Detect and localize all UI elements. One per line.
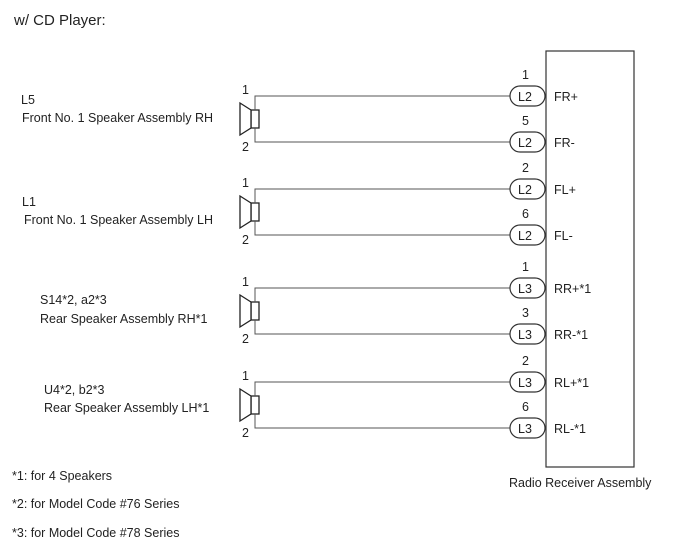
signal-name: RR-*1 [554,328,588,342]
note-2: *2: for Model Code #76 Series [12,497,179,511]
connector-symbol [509,131,546,153]
speaker-cone-icon [239,387,252,423]
speaker-icon [250,301,260,321]
wire [254,414,510,429]
speaker-code: L5 [21,93,35,107]
signal-name: RR+*1 [554,282,591,296]
signal-name: FR+ [554,90,578,104]
note-3: *3: for Model Code #78 Series [12,526,179,540]
connector-pin-number: 1 [522,260,529,274]
speaker-name: Front No. 1 Speaker Assembly RH [22,111,213,125]
speaker-name: Rear Speaker Assembly LH*1 [44,401,209,415]
diagram-title: w/ CD Player: [13,12,106,29]
connector-symbol [509,323,546,345]
speaker-name: Front No. 1 Speaker Assembly LH [24,213,213,227]
signal-name: FL+ [554,183,576,197]
wire [254,128,510,143]
speaker-cone-icon [239,101,252,137]
connector-pin-number: 2 [522,354,529,368]
signal-name: FL- [554,229,573,243]
speaker-pin-number: 2 [242,332,249,346]
speaker-pin-number: 1 [242,275,249,289]
connector-symbol [509,277,546,299]
connector-symbol [509,224,546,246]
connector-symbol [509,85,546,107]
signal-name: RL-*1 [554,422,586,436]
speaker-cone-icon [239,194,252,230]
speaker-pin-number: 2 [242,140,249,154]
wire [254,381,510,396]
wire [254,287,510,302]
speaker-code: S14*2, a2*3 [40,293,107,307]
connector-code: L2 [518,90,532,104]
connector-symbol [509,417,546,439]
speaker-name: Rear Speaker Assembly RH*1 [40,312,207,326]
connector-code: L2 [518,136,532,150]
connector-code: L3 [518,282,532,296]
connector-pin-number: 5 [522,114,529,128]
speaker-icon [250,202,260,222]
radio-receiver-label: Radio Receiver Assembly [509,476,652,490]
wire [254,188,510,203]
speaker-cone-icon [239,293,252,329]
connector-symbol [509,371,546,393]
note-1: *1: for 4 Speakers [12,469,112,483]
connector-pin-number: 1 [522,68,529,82]
speaker-icon [250,395,260,415]
connector-pin-number: 6 [522,400,529,414]
connector-code: L3 [518,328,532,342]
speaker-code: L1 [22,195,36,209]
speaker-pin-number: 2 [242,426,249,440]
connector-code: L2 [518,229,532,243]
speaker-code: U4*2, b2*3 [44,383,105,397]
speaker-pin-number: 1 [242,176,249,190]
speaker-pin-number: 2 [242,233,249,247]
wire [254,320,510,335]
signal-name: RL+*1 [554,376,589,390]
speaker-icon [250,109,260,129]
radio-receiver-box [545,50,635,468]
connector-pin-number: 3 [522,306,529,320]
speaker-pin-number: 1 [242,83,249,97]
connector-code: L3 [518,376,532,390]
connector-pin-number: 2 [522,161,529,175]
connector-code: L3 [518,422,532,436]
wire [254,221,510,236]
speaker-pin-number: 1 [242,369,249,383]
connector-code: L2 [518,183,532,197]
connector-symbol [509,178,546,200]
signal-name: FR- [554,136,575,150]
connector-pin-number: 6 [522,207,529,221]
wire [254,95,510,110]
